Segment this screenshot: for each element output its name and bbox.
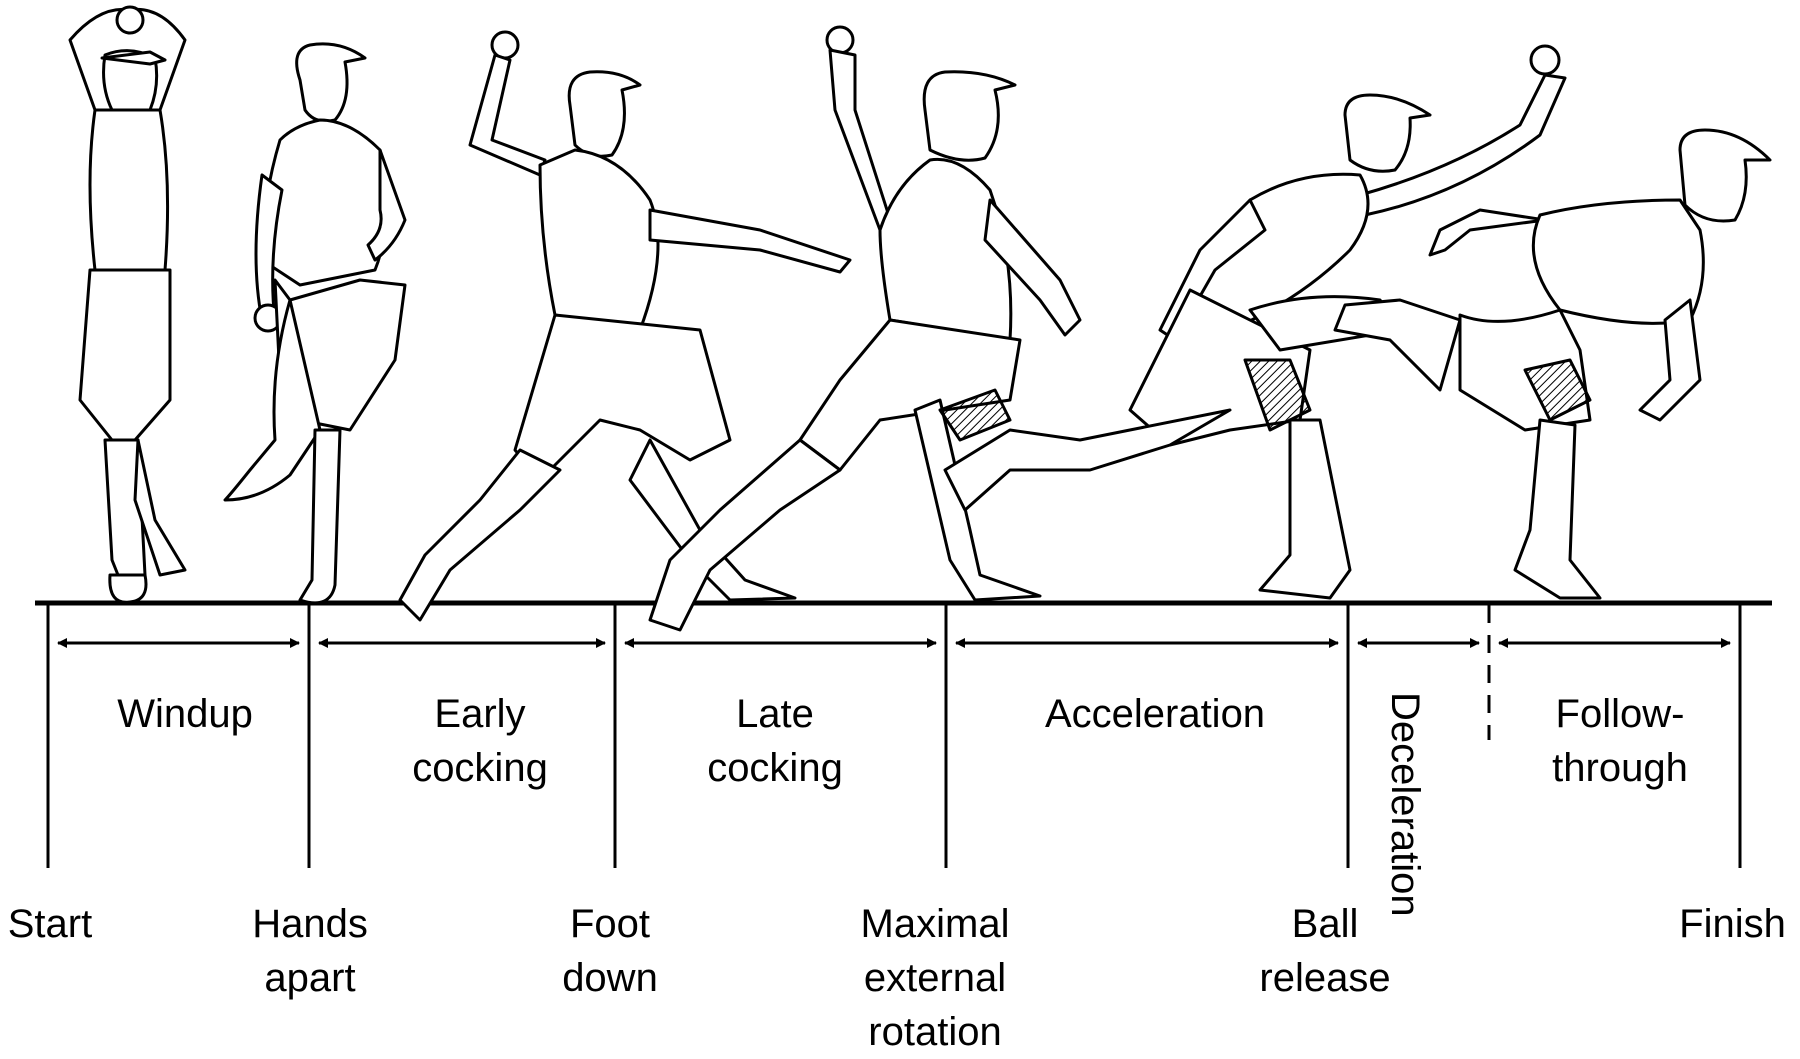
event-finish-line-1: Finish [1679, 902, 1786, 946]
event-markers [46, 605, 1742, 868]
event-label-foot-down: Foot down [550, 897, 670, 1005]
phase-windup-line-1: Windup [117, 692, 253, 736]
pitcher-figure-early-cocking [398, 30, 852, 622]
event-hands-apart-line-2: apart [264, 956, 356, 1000]
event-label-finish: Finish [1665, 897, 1800, 951]
phase-late-cocking-line-2: cocking [707, 746, 843, 790]
phase-follow-through-line-2: through [1552, 746, 1688, 790]
pitcher-figure-windup [68, 5, 187, 604]
phase-acceleration-line-1: Acceleration [1044, 692, 1266, 736]
event-label-start: Start [0, 897, 100, 951]
event-hands-apart-line-1: Hands [252, 902, 368, 946]
phase-late-cocking-line-1: Late [736, 692, 814, 736]
event-start-line-1: Start [7, 902, 93, 946]
phase-label-deceleration: Deceleration [1378, 692, 1432, 922]
phase-label-follow-through: Follow- through [1530, 687, 1710, 795]
event-foot-down-line-2: down [562, 956, 658, 1000]
event-label-max-ext-rotation: Maximal external rotation [840, 897, 1030, 1059]
pitcher-figure-follow-through [1333, 128, 1772, 600]
phase-label-acceleration: Acceleration [1015, 687, 1295, 741]
phase-deceleration-line-1: Deceleration [1383, 692, 1427, 917]
phase-early-cocking-line-2: cocking [412, 746, 548, 790]
event-ball-release-line-2: release [1259, 956, 1391, 1000]
phase-follow-through-line-1: Follow- [1555, 692, 1685, 736]
phase-label-early-cocking: Early cocking [390, 687, 570, 795]
phase-early-cocking-line-1: Early [434, 692, 526, 736]
pitcher-figure-hands-apart [223, 42, 407, 605]
event-ball-release-line-1: Ball [1291, 902, 1359, 946]
phase-label-late-cocking: Late cocking [690, 687, 860, 795]
event-label-ball-release: Ball release [1240, 897, 1410, 1005]
event-max-ext-rotation-line-3: rotation [868, 1010, 1002, 1054]
event-max-ext-rotation-line-2: external [863, 956, 1007, 1000]
pitcher-figure-acceleration [943, 44, 1567, 600]
pitcher-figure-late-cocking [648, 25, 1082, 632]
phase-label-windup: Windup [100, 687, 270, 741]
event-foot-down-line-1: Foot [569, 902, 651, 946]
event-label-hands-apart: Hands apart [235, 897, 385, 1005]
event-max-ext-rotation-line-1: Maximal [860, 902, 1010, 946]
